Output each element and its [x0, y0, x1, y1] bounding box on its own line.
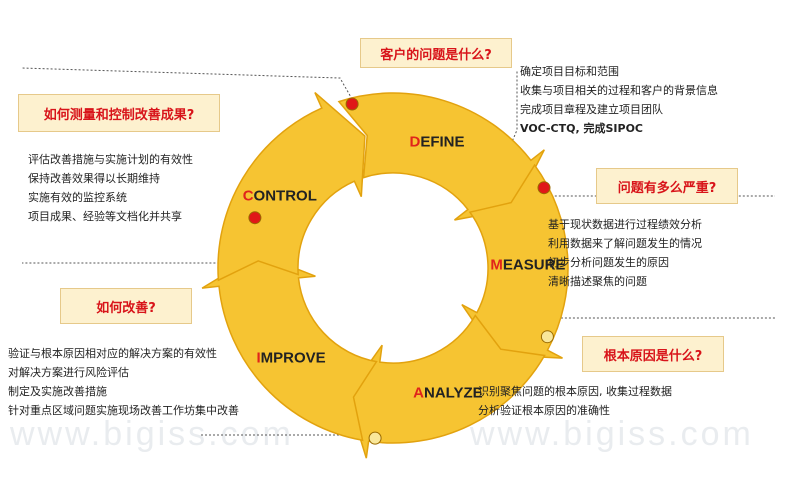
description-line: 清晰描述聚焦的问题 [548, 275, 647, 288]
description-analyze: 识别聚焦问题的根本原因, 收集过程数据 分析验证根本原因的准确性 [478, 382, 672, 420]
arrow-segment-control [217, 92, 366, 282]
phase-name-define: EFINE [420, 133, 464, 150]
phase-initial-define: D [409, 133, 420, 150]
phase-label-control: CONTROL [243, 188, 317, 205]
description-line: 确定项目目标和范围 [520, 65, 619, 78]
phase-initial-control: C [243, 188, 254, 205]
dmaic-cycle [201, 92, 569, 459]
description-measure: 基于现状数据进行过程绩效分析 利用数据来了解问题发生的情况 初步分析问题发生的原… [548, 215, 702, 291]
description-line: 评估改善措施与实施计划的有效性 [28, 153, 193, 166]
watermark-text: www.bigiss.com [469, 415, 754, 453]
description-line: VOC-CTQ, 完成SIPOC [520, 122, 643, 135]
phase-labels: DEFINE MEASURE ANALYZE IMPROVE CONTROL [243, 133, 566, 401]
marker-define [345, 97, 359, 111]
phase-initial-analyze: A [413, 384, 424, 401]
phase-label-analyze: ANALYZE [413, 384, 482, 401]
description-line: 实施有效的监控系统 [28, 191, 127, 204]
description-line: 识别聚焦问题的根本原因, 收集过程数据 [478, 385, 672, 398]
watermark-text: www.bigiss.com [9, 415, 294, 453]
watermark: www.bigiss.com www.bigiss.com [9, 415, 754, 453]
description-line: 利用数据来了解问题发生的情况 [548, 237, 702, 250]
description-line: 完成项目章程及建立项目团队 [520, 103, 663, 116]
phase-name-control: ONTROL [254, 188, 317, 205]
description-line: 保持改善效果得以长期维持 [28, 172, 160, 185]
marker-measure [537, 181, 551, 195]
description-line: 分析验证根本原因的准确性 [478, 404, 610, 417]
leader-define [21, 67, 369, 128]
phase-initial-improve: I [257, 350, 261, 367]
description-line: 收集与项目相关的过程和客户的背景信息 [520, 84, 718, 97]
question-analyze: 根本原因是什么? [582, 336, 724, 372]
description-line: 初步分析问题发生的原因 [548, 256, 669, 269]
marker-analyze [540, 330, 554, 344]
phase-label-measure: MEASURE [490, 256, 565, 273]
description-line: 项目成果、经验等文档化并共享 [28, 210, 182, 223]
arrow-segment-improve [201, 253, 378, 442]
marker-improve [368, 431, 382, 445]
description-control: 评估改善措施与实施计划的有效性 保持改善效果得以长期维持 实施有效的监控系统 项… [28, 150, 193, 226]
phase-initial-measure: M [490, 256, 503, 273]
description-line: 针对重点区域问题实施现场改善工作坊集中改善 [8, 404, 239, 417]
phase-name-improve: MPROVE [261, 350, 326, 367]
question-improve: 如何改善? [60, 288, 192, 324]
description-line: 基于现状数据进行过程绩效分析 [548, 218, 702, 231]
description-line: 对解决方案进行风险评估 [8, 366, 129, 379]
phase-name-analyze: NALYZE [424, 384, 483, 401]
phase-label-improve: IMPROVE [257, 350, 326, 367]
description-line: 验证与根本原因相对应的解决方案的有效性 [8, 347, 217, 360]
description-improve: 验证与根本原因相对应的解决方案的有效性 对解决方案进行风险评估 制定及实施改善措… [8, 344, 239, 420]
arrow-segment-define [337, 92, 545, 221]
question-control: 如何测量和控制改善成果? [18, 94, 220, 132]
question-define: 客户的问题是什么? [360, 38, 512, 68]
arrow-segment-measure [461, 163, 569, 359]
phase-markers [248, 97, 554, 445]
marker-control [248, 211, 262, 225]
description-line: 制定及实施改善措施 [8, 385, 107, 398]
question-measure: 问题有多么严重? [596, 168, 738, 204]
description-define: 确定项目目标和范围 收集与项目相关的过程和客户的背景信息 完成项目章程及建立项目… [520, 62, 718, 138]
arrow-segment-analyze [345, 314, 546, 459]
phase-name-measure: EASURE [503, 256, 566, 273]
phase-label-define: DEFINE [409, 133, 464, 150]
